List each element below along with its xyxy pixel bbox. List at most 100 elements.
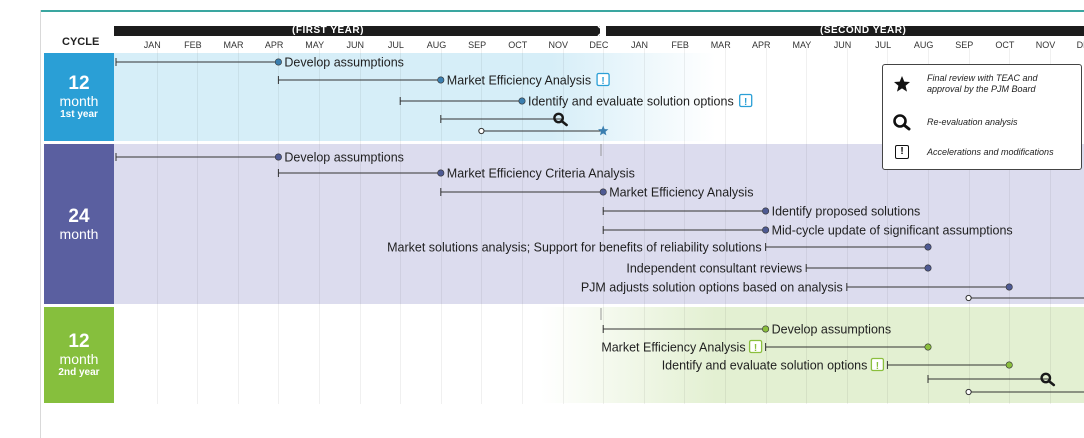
milestone-dot xyxy=(1005,283,1013,291)
gridline xyxy=(725,48,726,404)
magnifier-icon xyxy=(1040,372,1052,384)
legend: Final review with TEAC and approval by t… xyxy=(882,64,1082,170)
milestone-dot xyxy=(274,58,282,66)
cycle-12-month-second-year: 12 month 2nd year xyxy=(44,307,114,403)
milestone-dot xyxy=(274,153,282,161)
magnifier-handle xyxy=(560,119,568,127)
exclamation-icon xyxy=(870,357,885,372)
cycle-number: 12 xyxy=(68,330,90,352)
gridline xyxy=(806,48,808,404)
band-24-month xyxy=(114,144,1084,304)
gridline xyxy=(278,48,280,404)
cycle-column-title: CYCLE xyxy=(62,36,100,48)
legend-star-text: Final review with TEAC and approval by t… xyxy=(927,73,1038,94)
task-label: Market Efficiency Analysis xyxy=(601,341,745,355)
first-year-label: (FIRST YEAR) xyxy=(292,25,364,36)
month-label: AUG xyxy=(913,40,934,50)
task-label: Market Efficiency Criteria Analysis xyxy=(447,167,635,181)
task-label: Identify and evaluate solution options xyxy=(528,95,734,109)
milestone-dot xyxy=(924,243,932,251)
month-label: APR xyxy=(264,40,284,50)
month-label: MAY xyxy=(305,40,325,50)
cycle-number: 12 xyxy=(68,72,90,94)
task-label: Market Efficiency Analysis xyxy=(447,74,591,88)
exclamation-glyph: ! xyxy=(601,76,604,87)
month-label: SEP xyxy=(468,40,487,50)
magnifier-handle xyxy=(1047,379,1056,387)
cycle-unit: month xyxy=(59,225,99,242)
task-label: PJM adjusts solution options based on an… xyxy=(581,281,843,295)
gridline xyxy=(643,48,645,404)
month-label: SEP xyxy=(955,40,974,50)
open-start-marker xyxy=(478,127,485,135)
gridline xyxy=(1009,48,1011,404)
cycle-unit: month xyxy=(59,350,99,367)
exclamation-icon: ! xyxy=(891,143,913,161)
task-label: Independent consultant reviews xyxy=(626,262,802,276)
open-start-marker xyxy=(965,388,972,396)
milestone-dot xyxy=(437,76,445,84)
milestone-dot xyxy=(924,343,932,351)
task-label: Market Efficiency Analysis xyxy=(609,186,753,200)
month-label: AUG xyxy=(426,40,447,50)
task-label: Identify proposed solutions xyxy=(772,205,921,219)
month-label: MAY xyxy=(792,40,812,50)
exclamation-icon xyxy=(739,93,753,108)
month-label: DEC xyxy=(1076,40,1084,50)
second-year-bar xyxy=(606,26,1084,36)
gridline xyxy=(887,48,889,404)
month-label: OCT xyxy=(508,40,528,50)
milestone-dot xyxy=(599,188,607,196)
legend-excl-text: Accelerations and modifications xyxy=(927,146,1054,157)
band-12-month-second-year xyxy=(114,307,1084,403)
gridline xyxy=(562,48,564,404)
gridline xyxy=(237,48,239,404)
magnifier-icon xyxy=(553,112,564,124)
task-label: Develop assumptions xyxy=(284,56,404,70)
month-label: NOV xyxy=(1035,40,1056,50)
cycle-year: 2nd year xyxy=(58,366,100,378)
gridline xyxy=(846,48,848,404)
month-label: FEB xyxy=(184,40,202,50)
milestone-dot xyxy=(518,97,526,105)
month-label: JUL xyxy=(387,40,404,50)
milestone-dot xyxy=(437,169,445,177)
gridline xyxy=(319,48,320,404)
month-label: MAR xyxy=(223,40,244,50)
star-icon xyxy=(891,75,913,93)
cycle-24-month: 24 month xyxy=(44,144,114,304)
cycle-12-month-first-year: 12 month 1st year xyxy=(44,53,114,141)
exclamation-glyph: ! xyxy=(744,97,747,108)
gridline xyxy=(156,48,158,404)
month-label: JUN xyxy=(833,40,852,50)
gridline xyxy=(522,48,523,404)
task-label: Market solutions analysis; Support for b… xyxy=(387,241,762,255)
first-year-bar xyxy=(114,26,600,36)
milestone-dot xyxy=(1005,361,1013,369)
gridline xyxy=(481,48,483,404)
milestone-dot xyxy=(762,325,770,333)
gridline xyxy=(968,48,970,404)
top-rule xyxy=(40,10,1084,12)
month-label: JUL xyxy=(875,40,892,50)
month-label: OCT xyxy=(995,40,1015,50)
task-label: Develop assumptions xyxy=(284,151,404,165)
gridline xyxy=(684,48,686,404)
cycle-unit: month xyxy=(59,92,99,109)
second-year-label: (SECOND YEAR) xyxy=(820,25,907,36)
exclamation-glyph: ! xyxy=(754,343,757,354)
month-label: JAN xyxy=(630,40,648,50)
year-divider-chevron xyxy=(597,25,606,37)
magnifier-icon xyxy=(891,113,913,131)
gridline xyxy=(440,48,442,404)
open-start-marker xyxy=(965,294,972,302)
gridline xyxy=(400,48,402,404)
legend-magnifier-text: Re-evaluation analysis xyxy=(927,116,1018,127)
month-label: DEC xyxy=(589,40,609,50)
gridline xyxy=(928,48,929,404)
left-rule xyxy=(40,10,41,438)
task-label: Mid-cycle update of significant assumpti… xyxy=(772,224,1013,238)
gridline xyxy=(765,48,767,404)
month-label: JAN xyxy=(143,40,161,50)
